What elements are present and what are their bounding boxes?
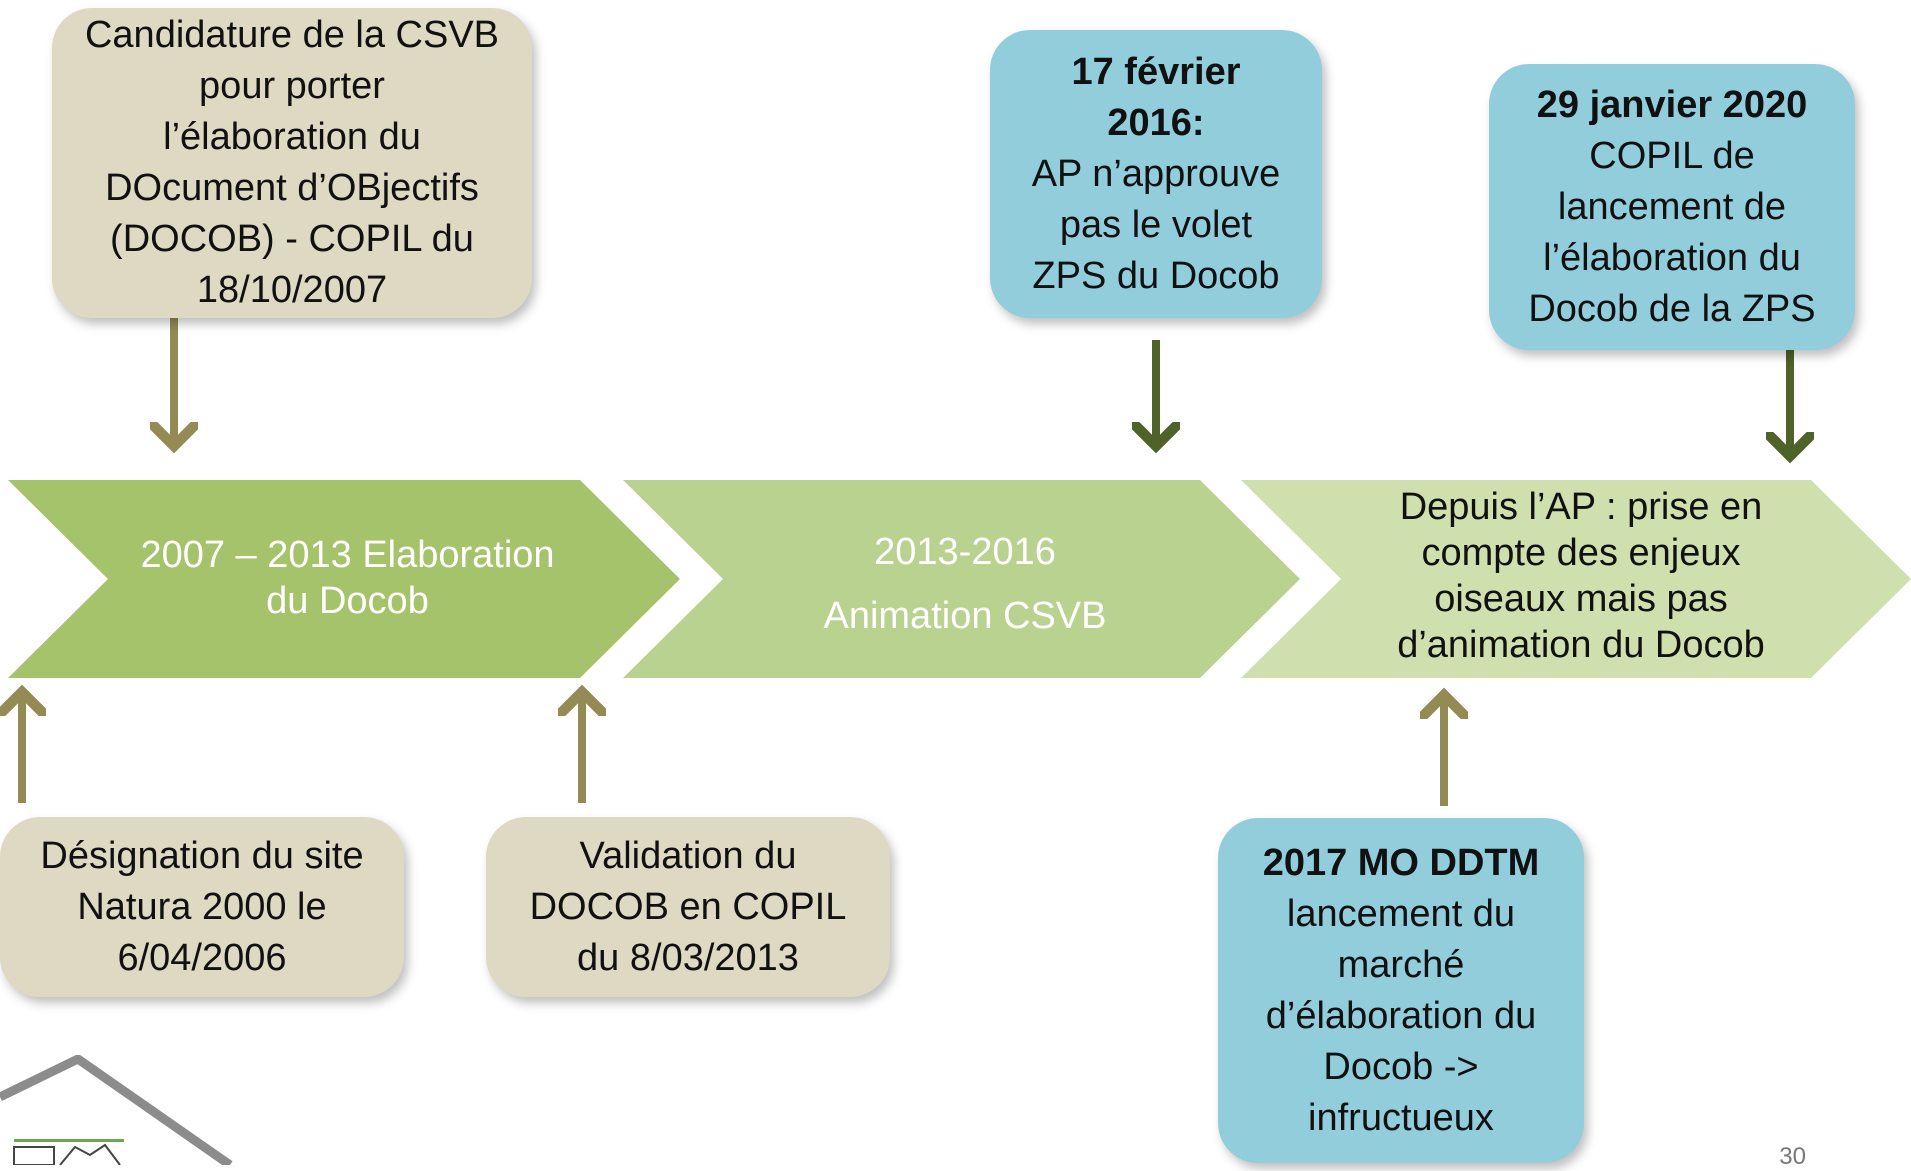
house-logo-icon <box>0 1055 233 1165</box>
event-box-fevrier-2016: 17 février 2016: AP n’approuve pas le volet… <box>990 30 1322 318</box>
event-text-line: 17 février <box>1071 50 1241 93</box>
event-text-line: l’élaboration du <box>1543 236 1801 279</box>
event-text-line: lancement du <box>1286 892 1516 935</box>
phase-text-line: du Docob <box>266 580 429 622</box>
phase-chevron-1 <box>8 480 680 678</box>
phase-text-line: Depuis l’AP : prise en <box>1399 486 1763 528</box>
phase-text-line: oiseaux mais pas <box>1434 578 1728 620</box>
event-text-line: Candidature de la CSVB <box>84 14 500 56</box>
phase-chevron-3 <box>1241 480 1911 678</box>
phase-text-line: compte des enjeux <box>1421 532 1741 574</box>
page-number: 30 <box>1779 1143 1806 1170</box>
event-text-line: pour porter <box>199 65 385 107</box>
event-text-line: Validation du <box>579 834 797 877</box>
event-text-line: 2017 MO DDTM <box>1262 841 1540 884</box>
event-text-line: AP n’approuve <box>1031 152 1281 195</box>
phase-text-line: 2007 – 2013 Elaboration <box>140 534 555 576</box>
event-text-line: d’élaboration du <box>1265 994 1537 1037</box>
event-box-candidature: Candidature de la CSVB pour porter l’élabo… <box>52 8 532 318</box>
event-text-line: Docob -> <box>1323 1045 1479 1088</box>
phase-text-line: Animation CSVB <box>823 595 1107 637</box>
event-text-line: 29 janvier 2020 <box>1536 83 1808 126</box>
event-text-line: lancement de <box>1557 185 1787 228</box>
event-text-line: infructueux <box>1308 1096 1494 1139</box>
event-text-line: COPIL de <box>1589 134 1755 177</box>
phase-text-line: 2013-2016 <box>874 531 1056 573</box>
event-text-line: DOCOB en COPIL <box>529 885 847 928</box>
event-box-validation: Validation du DOCOB en COPIL du 8/03/2013 <box>486 817 890 997</box>
event-text-line: l’élaboration du <box>163 116 421 158</box>
event-text-line: du 8/03/2013 <box>577 936 799 979</box>
phase-text-line: d’animation du Docob <box>1397 624 1765 666</box>
event-text-line: Natura 2000 le <box>77 885 327 928</box>
event-text-line: marché <box>1337 943 1465 986</box>
event-text-line: 18/10/2007 <box>196 269 388 311</box>
event-text-line: Désignation du site <box>40 834 364 877</box>
event-text-line: 6/04/2006 <box>117 936 287 979</box>
event-text-line: pas le volet <box>1059 203 1253 246</box>
phase-chevron-2 <box>623 480 1300 678</box>
event-text-line: (DOCOB) - COPIL du <box>110 218 474 260</box>
event-text-line: ZPS du Docob <box>1032 254 1280 297</box>
event-text-line: Docob de la ZPS <box>1528 287 1816 330</box>
event-box-2017-ddtm: 2017 MO DDTM lancement du marché d’élaborat… <box>1218 818 1584 1163</box>
event-text-line: 2016: <box>1107 101 1205 144</box>
event-text-line: DOcument d’OBjectifs <box>105 167 479 209</box>
